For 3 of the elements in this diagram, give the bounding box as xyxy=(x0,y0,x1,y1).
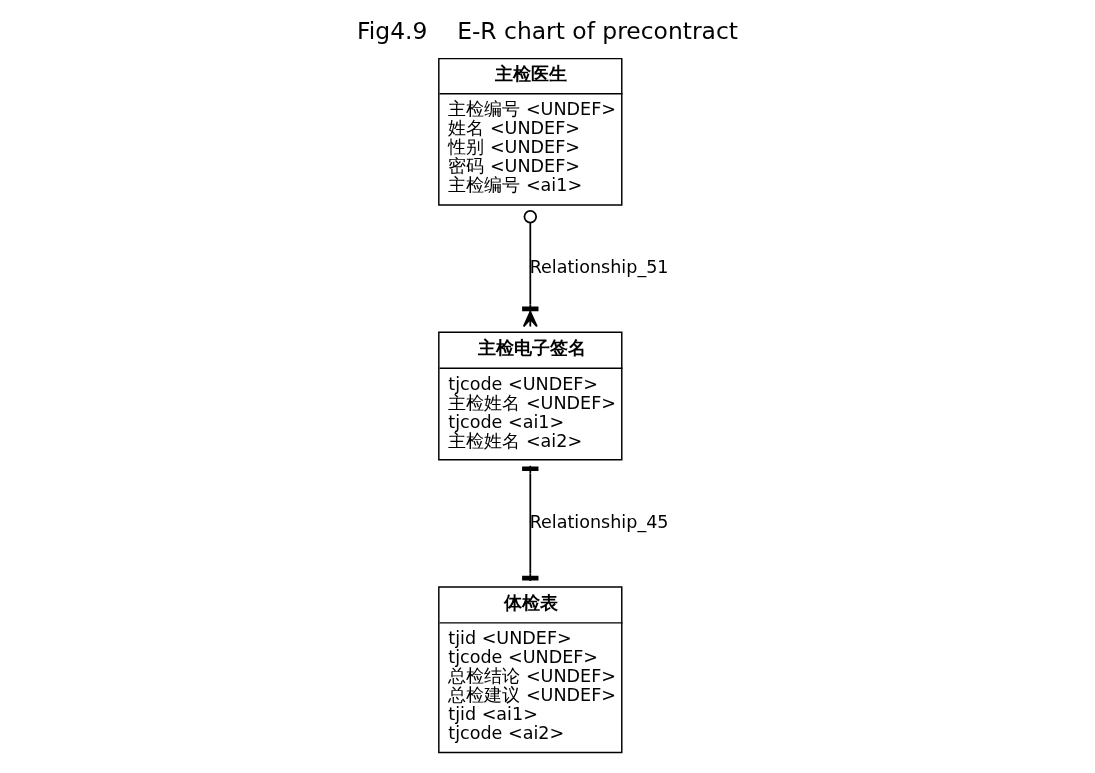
edge-label: Relationship_51 xyxy=(529,257,669,278)
edge-label: Relationship_45 xyxy=(529,511,669,532)
diagram-title: Fig4.9 E-R chart of precontract xyxy=(357,17,738,46)
